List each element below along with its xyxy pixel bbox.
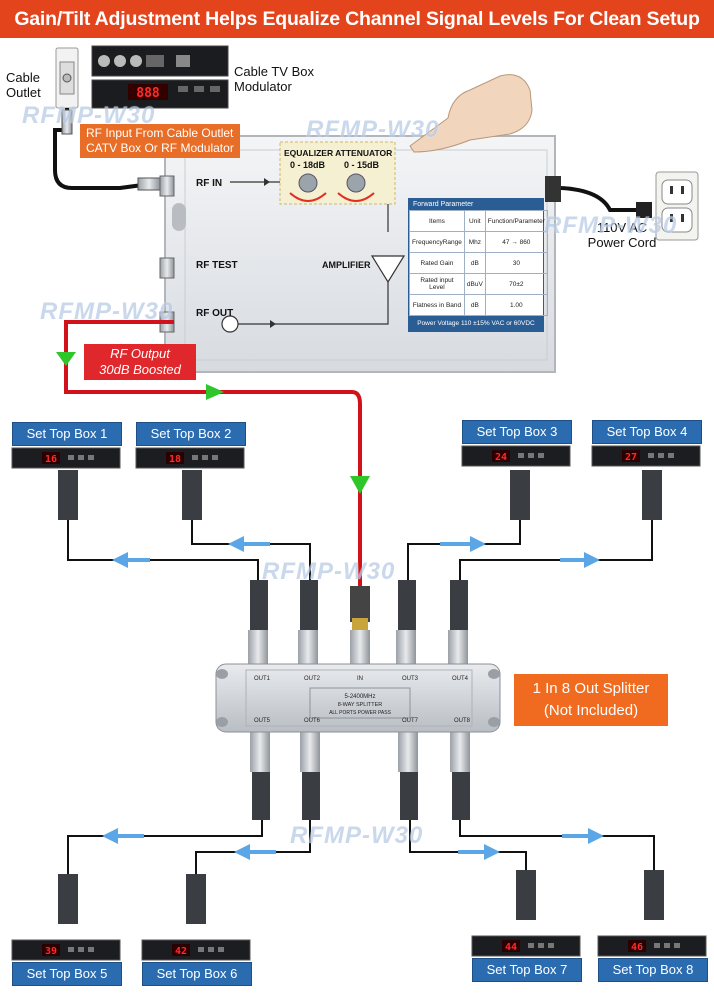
splitter-port-out4: OUT4 <box>452 676 469 682</box>
set-top-box-2-label: Set Top Box 2 <box>136 422 246 446</box>
cable-tv-box-modulator: 888 <box>91 45 229 109</box>
splitter-top-connectors <box>250 580 468 630</box>
set-top-box-7-label: Set Top Box 7 <box>472 958 582 982</box>
amplifier-label: AMPLIFIER <box>322 260 371 270</box>
splitter-port-out6: OUT6 <box>304 718 321 724</box>
set-top-box-display: 18 <box>169 454 181 465</box>
splitter-port-out3: OUT3 <box>402 676 419 682</box>
set-top-box-4: 27 <box>591 445 701 467</box>
down-arrow-icon <box>56 352 76 366</box>
wall-power-outlet <box>655 171 699 241</box>
modulator-display: 888 <box>136 86 160 101</box>
page-title: Gain/Tilt Adjustment Helps Equalize Chan… <box>0 0 714 38</box>
outlet-connector <box>61 109 73 135</box>
set-top-box-3: 24 <box>461 445 571 467</box>
set-top-box-display: 16 <box>45 454 57 465</box>
splitter-type-text: 8-WAY SPLITTER <box>338 702 383 708</box>
signal-flow-arrows <box>102 536 604 860</box>
set-top-box-4-label: Set Top Box 4 <box>592 420 702 444</box>
forward-parameter-table: Forward Parameter Items Unit Function/Pa… <box>408 198 548 332</box>
watermark: RFMP-W30 <box>40 298 174 325</box>
set-top-box-8-label: Set Top Box 8 <box>598 958 708 982</box>
splitter-port-out2: OUT2 <box>304 676 321 682</box>
watermark: RFMP-W30 <box>262 558 396 585</box>
table-row: FrequencyRange Mhz 47 → 860 <box>409 231 548 253</box>
right-arrow-icon <box>206 384 224 400</box>
forward-parameter-heading: Forward Parameter <box>409 199 543 210</box>
set-top-box-display: 24 <box>495 452 507 463</box>
set-top-box-5: 39 <box>11 939 121 961</box>
input-cable <box>53 108 151 190</box>
splitter-frequency-text: 5-2400MHz <box>344 694 375 700</box>
set-top-box-8: 46 <box>597 935 707 957</box>
equalizer-range-2: 0 - 15dB <box>344 160 380 170</box>
equalizer-label: EQUALIZER ATTENUATOR <box>284 148 393 158</box>
splitter-note: 1 In 8 Out Splitter(Not Included) <box>514 674 668 726</box>
set-top-box-display: 44 <box>505 942 517 953</box>
cable-out8 <box>459 808 655 876</box>
forward-parameter-footer: Power Voltage 110 ±15% VAC or 60VDC <box>409 316 543 331</box>
set-top-box-5-label: Set Top Box 5 <box>12 962 122 986</box>
table-row: Rated Gain dB 30 <box>409 252 548 274</box>
fp-column-function: Function/Parameter <box>484 210 548 232</box>
power-plug <box>636 202 652 218</box>
splitter-port-out5: OUT5 <box>254 718 271 724</box>
set-top-box-display: 39 <box>45 946 57 957</box>
watermark: RFMP-W30 <box>306 116 440 143</box>
rf-out-label: RF OUT <box>196 308 234 319</box>
input-connector <box>350 586 370 622</box>
splitter-port-out8: OUT8 <box>454 718 471 724</box>
set-top-box-7: 44 <box>471 935 581 957</box>
power-cord <box>560 186 640 212</box>
pointing-hand-icon <box>409 74 533 153</box>
cable-outlet <box>55 47 79 109</box>
watermark: RFMP-W30 <box>290 822 424 849</box>
table-row: Flatness in Band dB 1.00 <box>409 294 548 316</box>
rf-in-connector <box>137 177 161 191</box>
set-top-box-1: 16 <box>11 447 121 469</box>
equalizer-range-1: 0 - 18dB <box>290 160 326 170</box>
set-top-box-display: 27 <box>625 452 637 463</box>
down-arrow-icon <box>350 476 370 494</box>
watermark: RFMP-W30 <box>22 102 156 129</box>
splitter-bottom-connectors <box>252 770 470 820</box>
cable-out4 <box>459 500 653 590</box>
rf-in-label: RF IN <box>196 178 223 189</box>
set-top-box-3-label: Set Top Box 3 <box>462 420 572 444</box>
8-way-splitter <box>215 630 501 772</box>
splitter-in-label: IN <box>357 676 363 682</box>
splitter-port-out7: OUT7 <box>402 718 419 724</box>
cable-out1 <box>67 500 259 590</box>
stb-bottom-connectors <box>58 870 664 924</box>
rf-output-cable <box>64 320 362 596</box>
set-top-box-display: 42 <box>175 946 187 957</box>
set-top-box-6: 42 <box>141 939 251 961</box>
fp-column-items: Items <box>409 210 465 232</box>
table-row: Rated input Level dBuV 70±2 <box>409 273 548 295</box>
set-top-box-display: 46 <box>631 942 643 953</box>
set-top-box-1-label: Set Top Box 1 <box>12 422 122 446</box>
watermark: RFMP-W30 <box>544 212 678 239</box>
stb-top-connectors <box>58 470 662 520</box>
fp-column-unit: Unit <box>463 210 486 232</box>
set-top-box-6-label: Set Top Box 6 <box>142 962 252 986</box>
splitter-power-text: ALL PORTS POWER PASS <box>329 710 392 716</box>
splitter-port-out1: OUT1 <box>254 676 271 682</box>
rf-test-label: RF TEST <box>196 260 238 271</box>
cable-out5 <box>67 808 263 880</box>
input-connector-tip <box>352 618 368 632</box>
set-top-box-2: 18 <box>135 447 245 469</box>
